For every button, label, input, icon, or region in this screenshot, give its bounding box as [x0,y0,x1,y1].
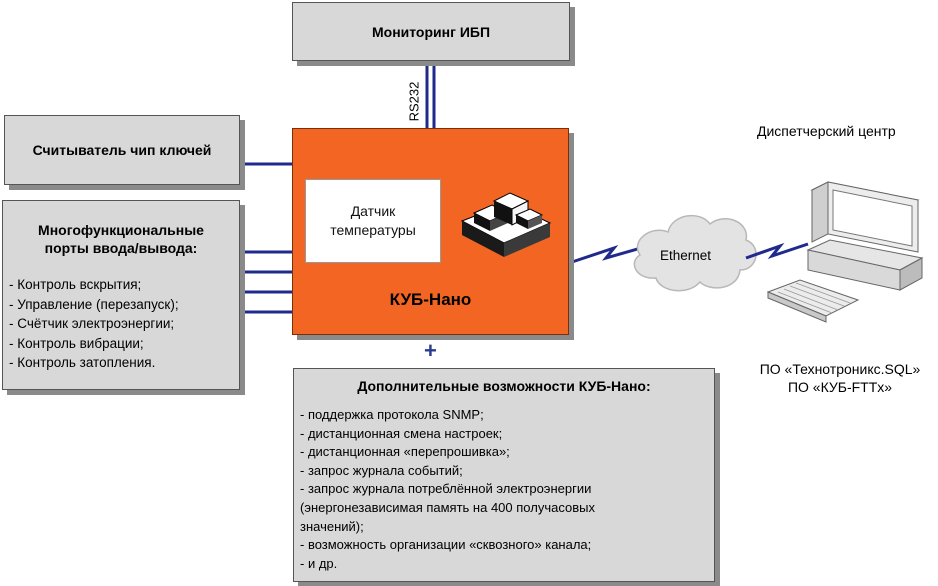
list-item: - дистанционная «перепрошивка»; [300,444,510,460]
list-item: (энергонезависимая память на 400 получас… [300,499,595,515]
sensor-label-line-1: Датчик [350,203,396,219]
list-item: значений); [300,518,364,534]
io-ports-title-line-1: Многофункциональные [38,222,204,238]
list-item: - Контроль вибрации; [9,335,144,351]
list-item: - поддержка протокола SNMP; [300,407,484,422]
io-ports-box: Многофункциональные порты ввода/вывода: … [2,200,240,390]
list-item: - Контроль затопления. [9,355,156,370]
software-line-1: ПО «Технотроникс.SQL» [759,361,921,377]
list-item: - дистанционная смена настроек; [300,425,503,441]
features-list: - поддержка протокола SNMP; - дистанцион… [300,406,714,573]
ups-monitoring-title: Мониторинг ИБП [371,23,491,40]
ethernet-label: Ethernet [660,248,712,263]
list-item: - возможность организации «сквозного» ка… [300,537,592,553]
features-title: Дополнительные возможности КУБ-Нано: [357,378,651,394]
io-ports-title-line-2: порты ввода/вывода: [44,240,198,256]
list-item: - и др. [300,555,338,571]
lightning-link-right [745,242,809,260]
kub-nano-device-box: Датчик температуры КУБ-Нано [292,128,569,335]
list-item: - Контроль вскрытия; [9,277,142,292]
io-ports-list: - Контроль вскрытия; - Управление (перез… [9,275,239,373]
software-line-2: ПО «КУБ-FTTx» [787,379,893,395]
additional-features-box: Дополнительные возможности КУБ-Нано: - п… [293,368,715,582]
list-item: - запрос журнала событий; [300,462,463,478]
key-reader-box: Считыватель чип ключей [4,115,240,185]
dispatch-center-label: Диспетчерский центр [757,123,896,139]
kub-nano-title: КУБ-Нано [389,290,472,309]
sensor-label-line-2: температуры [330,222,416,238]
plus-sign: + [424,338,437,363]
list-item: - Управление (перезапуск); [9,296,179,312]
list-item: - Счётчик электроэнергии; [9,316,175,331]
computer-icon [766,181,924,323]
software-label: ПО «Технотроникс.SQL» ПО «КУБ-FTTx» [745,360,935,396]
temperature-sensor-box: Датчик температуры [305,179,441,263]
cubes-logo-icon [460,192,552,257]
key-reader-title: Считыватель чип ключей [32,142,212,158]
list-item: - запрос журнала потреблённой электроэне… [300,481,592,497]
io-ports-title: Многофункциональные порты ввода/вывода: [3,221,239,257]
lightning-link-left [571,244,649,264]
ups-monitoring-box: Мониторинг ИБП [292,2,570,61]
rs232-label: RS232 [406,81,422,122]
